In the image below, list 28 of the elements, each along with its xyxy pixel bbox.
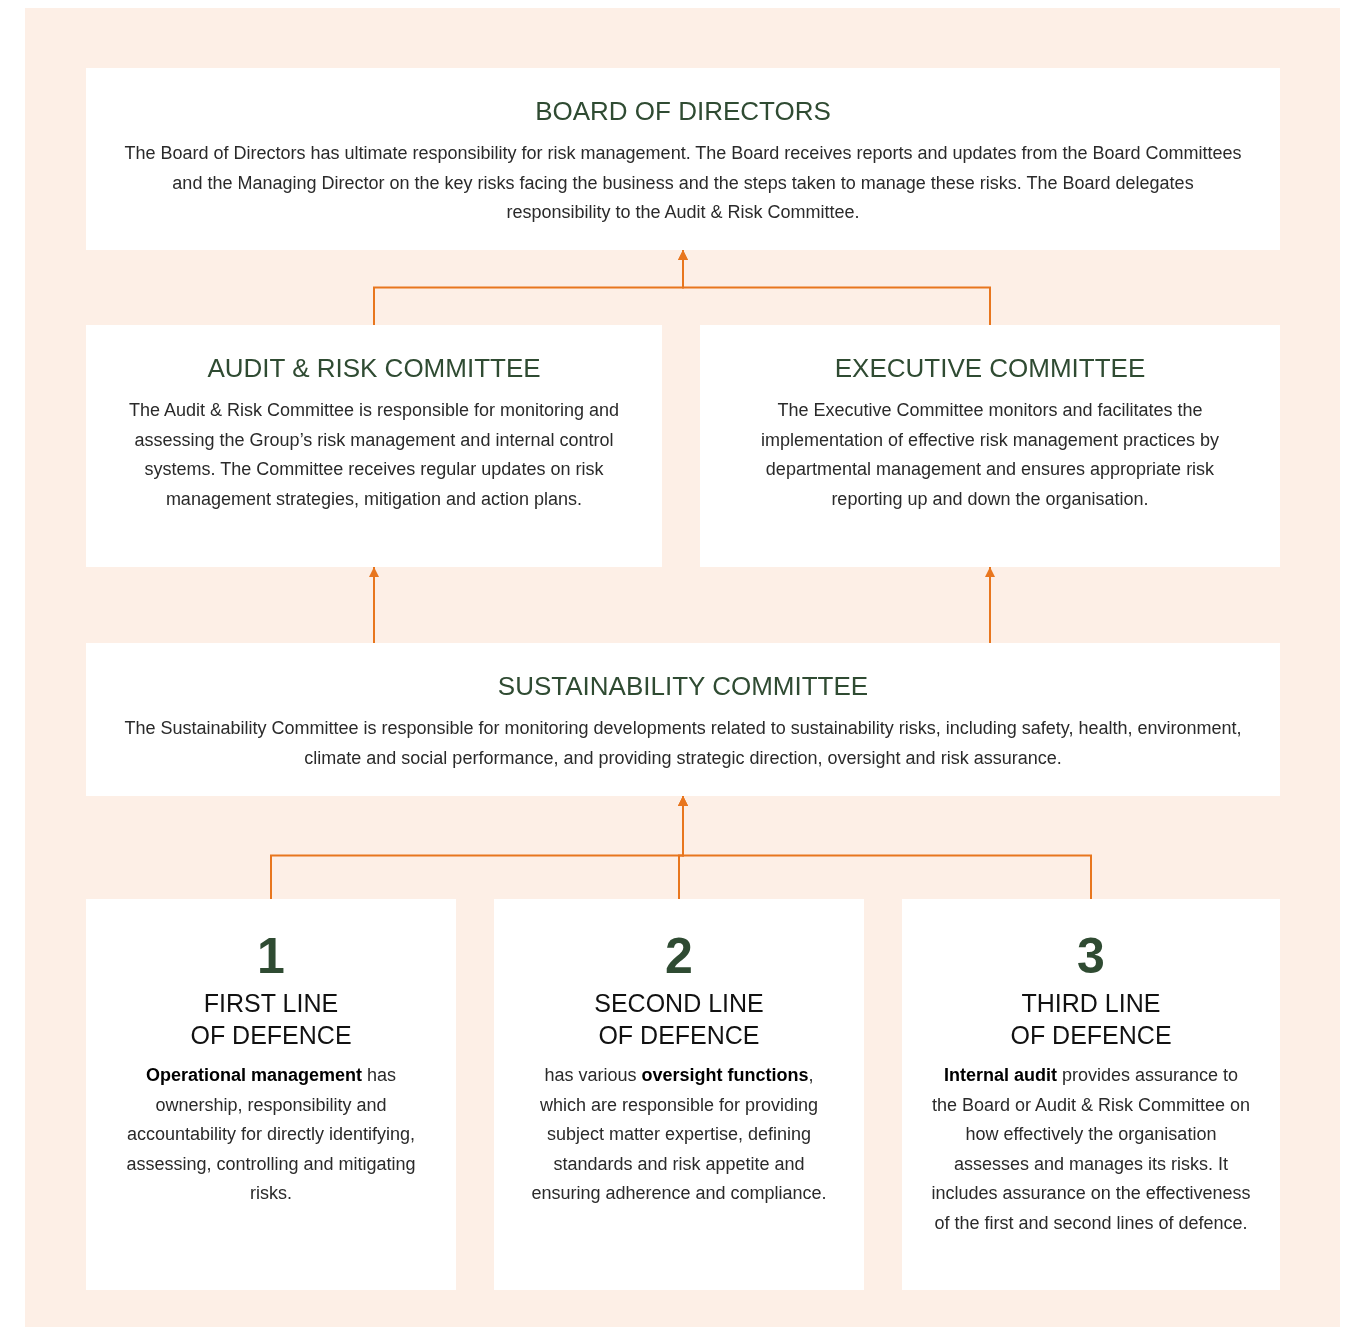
- committee-card: [86, 643, 1280, 796]
- line-number: 2: [665, 929, 693, 983]
- line-of-defence-card: [494, 899, 864, 1290]
- line-number: 3: [1077, 929, 1105, 983]
- line-of-defence-card: [902, 899, 1280, 1290]
- arrow: [678, 249, 991, 326]
- card-heading: SECOND LINE OF DEFENCE: [594, 988, 764, 1051]
- card-heading: EXECUTIVE COMMITTEE: [834, 353, 1146, 384]
- card-heading: FIRST LINE OF DEFENCE: [190, 988, 352, 1051]
- arrow: [985, 566, 995, 644]
- card-heading: BOARD OF DIRECTORS: [535, 96, 831, 127]
- line-of-defence-card: [86, 899, 456, 1290]
- card-description: The Audit & Risk Committee is responsible for monitoring and assessing the Group’s risk management and internal control systems. The Committee receives regular updates on risk management strategies, mitigation and action plans.: [127, 399, 621, 511]
- committee-card: [86, 325, 662, 567]
- arrow: [678, 795, 1092, 900]
- committee-card: [700, 325, 1280, 567]
- card-description: Operational management has ownership, responsibility and accountability for directly identifying, assessing, controlling and mitigating risks.: [125, 1064, 417, 1205]
- card-description: has various oversight functions, which are responsible for providing subject matter expertise, defining standards and risk appetite and ensuring adherence and compliance.: [530, 1064, 828, 1205]
- committee-card: [86, 68, 1280, 250]
- arrow: [369, 566, 379, 644]
- card-description: Internal audit provides assurance to the Board or Audit & Risk Committee on how effectively the organisation assesses and manages its risks. It includes assurance on the effectiveness of the first and second lines of defence.: [930, 1064, 1252, 1235]
- card-description: The Sustainability Committee is responsible for monitoring developments related to sustainability risks, including safety, health, environment, climate and social performance, and providing strategic direction, oversight and risk assurance.: [123, 717, 1243, 770]
- line-number: 1: [257, 929, 285, 983]
- card-heading: THIRD LINE OF DEFENCE: [1010, 988, 1172, 1051]
- card-description: The Board of Directors has ultimate responsibility for risk management. The Board receives reports and updates from the Board Committees and the Managing Director on the key risks facing the business and the steps taken to manage these risks. The Board delegates responsibility to the Audit & Risk Committee.: [123, 142, 1243, 224]
- card-description: The Executive Committee monitors and facilitates the implementation of effective risk management practices by departmental management and ensures appropriate risk reporting up and down the organisation.: [760, 399, 1220, 511]
- card-heading: SUSTAINABILITY COMMITTEE: [497, 671, 869, 702]
- card-heading: AUDIT & RISK COMMITTEE: [207, 353, 541, 384]
